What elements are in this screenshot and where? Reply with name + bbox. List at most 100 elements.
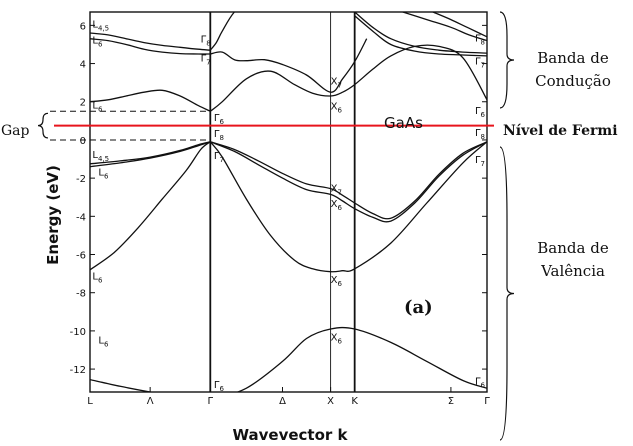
label-main: L <box>92 271 98 282</box>
label-main: X <box>331 332 338 343</box>
symmetry-point-label: Γ8 <box>214 129 224 142</box>
label-main: X <box>331 275 338 286</box>
label-subscript: 8 <box>219 134 223 142</box>
conduction-band-brace <box>499 11 515 109</box>
label-subscript: 6 <box>337 204 342 212</box>
symmetry-point-label: Γ7 <box>214 151 224 164</box>
x-tick-label: Λ <box>147 396 154 407</box>
label-main: L <box>92 19 98 30</box>
label-subscript: 6 <box>337 106 342 114</box>
band-curve <box>90 378 154 392</box>
symmetry-point-label: L6 <box>98 167 109 180</box>
label-main: Γ <box>475 155 481 166</box>
gap-brace <box>37 112 49 139</box>
band-curve <box>90 141 211 165</box>
valence-band-brace <box>499 146 515 441</box>
y-tick-label: 4 <box>80 60 86 71</box>
y-tick-label: -4 <box>76 212 86 223</box>
energy-bands <box>90 12 487 392</box>
label-main: L <box>98 167 104 178</box>
label-subscript: 8 <box>206 40 210 48</box>
symmetry-point-label: Γ6 <box>214 113 225 126</box>
symmetry-point-label: Γ7 <box>201 54 211 67</box>
label-subscript: 6 <box>219 118 224 126</box>
x-axis-label: Wavevector k <box>233 426 349 444</box>
label-subscript: 8 <box>481 39 485 47</box>
symmetry-point-label: X6 <box>331 101 343 114</box>
band-curve <box>236 326 487 392</box>
band-curve <box>210 38 368 93</box>
label-subscript: 6 <box>337 337 342 345</box>
band-curve <box>209 141 487 273</box>
band-curve <box>210 141 487 220</box>
band-curve <box>90 141 211 168</box>
label-main: Γ <box>475 128 481 139</box>
y-axis-label: Energy (eV) <box>44 165 62 265</box>
label-subscript: 7 <box>337 82 341 90</box>
label-subscript: 6 <box>98 41 103 49</box>
symmetry-point-label: Γ6 <box>475 376 486 389</box>
chart-title: GaAs <box>384 114 423 132</box>
label-main: X <box>331 183 338 194</box>
label-main: Γ <box>214 151 220 162</box>
label-subscript: 7 <box>481 160 485 168</box>
symmetry-point-label: X7 <box>331 183 342 196</box>
y-tick-label: -2 <box>76 174 86 185</box>
label-subscript: 8 <box>481 133 485 141</box>
fermi-level-label: Nível de Fermi <box>503 123 618 139</box>
label-subscript: 6 <box>104 172 109 180</box>
symmetry-point-label: Γ6 <box>475 106 486 119</box>
label-subscript: 4,5 <box>98 155 109 163</box>
label-main: Γ <box>475 376 481 387</box>
label-subscript: 7 <box>337 188 341 196</box>
band-curve <box>354 12 487 54</box>
x-tick-label: L <box>87 396 93 407</box>
y-tick-label: 2 <box>80 98 86 109</box>
symmetry-point-label: X6 <box>331 275 343 288</box>
y-tick-label: -6 <box>76 251 86 262</box>
label-main: L <box>98 335 104 346</box>
label-main: Γ <box>214 113 220 124</box>
label-main: Γ <box>475 106 481 117</box>
band-curve <box>90 38 211 55</box>
gap-label: Gap <box>1 123 30 139</box>
x-tick-label: Δ <box>279 396 286 407</box>
symmetry-point-label: Γ8 <box>475 34 485 47</box>
label-main: X <box>331 101 338 112</box>
y-tick-label: -8 <box>76 289 86 300</box>
symmetry-point-label: L4,5 <box>92 150 109 163</box>
label-subscript: 6 <box>104 340 109 348</box>
x-tick-label: K <box>351 396 358 407</box>
label-subscript: 7 <box>481 62 485 70</box>
symmetry-point-label: L6 <box>92 36 103 49</box>
symmetry-point-label: L6 <box>92 100 103 113</box>
band-curve <box>209 44 487 112</box>
band-curve <box>402 12 487 42</box>
symmetry-point-label: L4,5 <box>92 19 109 32</box>
symmetry-point-label: L6 <box>98 335 109 348</box>
label-subscript: 7 <box>219 156 223 164</box>
label-main: L <box>92 36 98 47</box>
label-subscript: 6 <box>219 385 224 393</box>
band-curve <box>354 15 487 57</box>
annotations <box>37 11 515 441</box>
label-subscript: 6 <box>337 280 342 288</box>
x-tick-label: X <box>327 396 334 407</box>
band-curve <box>90 141 211 271</box>
symmetry-point-label: X6 <box>331 332 343 345</box>
label-main: L <box>92 100 98 111</box>
symmetry-point-label: Γ6 <box>214 380 225 393</box>
band-curve <box>90 32 211 51</box>
label-main: Γ <box>214 380 220 391</box>
label-main: Γ <box>201 35 207 46</box>
x-tick-label: Σ <box>448 396 454 407</box>
symmetry-point-label: Γ8 <box>201 35 211 48</box>
band-curve <box>432 12 487 38</box>
label-main: Γ <box>475 57 481 68</box>
label-subscript: 6 <box>98 105 103 113</box>
label-main: Γ <box>214 129 220 140</box>
plot-border <box>89 11 488 393</box>
